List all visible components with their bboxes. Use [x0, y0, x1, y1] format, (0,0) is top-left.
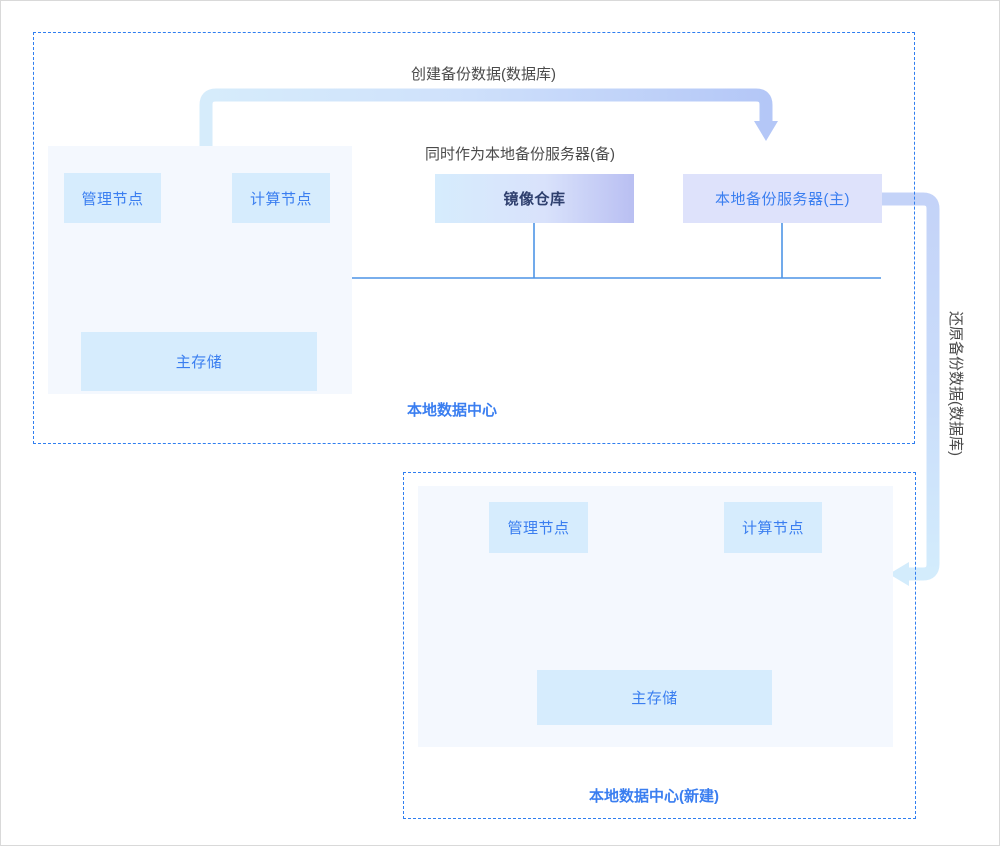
node-primary-storage-top[interactable]: 主存储: [81, 332, 317, 391]
node-primary-storage-bottom[interactable]: 主存储: [537, 670, 772, 725]
node-label: 主存储: [631, 690, 678, 707]
node-label: 镜像仓库: [503, 191, 566, 208]
zone-label-local-dc-new: 本地数据中心(新建): [589, 788, 719, 805]
zone-local-dc: [33, 32, 915, 444]
node-label: 计算节点: [249, 190, 312, 208]
node-compute-node-bottom[interactable]: 计算节点: [724, 502, 822, 553]
node-backup-server-primary[interactable]: 本地备份服务器(主): [683, 174, 882, 223]
node-label: 计算节点: [741, 520, 804, 537]
node-label: 主存储: [175, 354, 223, 371]
node-compute-node-top[interactable]: 计算节点: [232, 173, 330, 223]
node-label: 本地备份服务器(主): [715, 191, 850, 208]
node-label: 管理节点: [81, 190, 144, 208]
zone-local-dc-new: [403, 472, 916, 819]
node-mgmt-node-bottom[interactable]: 管理节点: [489, 502, 588, 553]
node-image-repo[interactable]: 镜像仓库: [435, 174, 634, 223]
node-label: 管理节点: [507, 520, 570, 537]
node-mgmt-node-top[interactable]: 管理节点: [64, 173, 161, 223]
zone-label-local-dc: 本地数据中心: [407, 402, 498, 419]
annotation-create-backup: 创建备份数据(数据库): [411, 66, 556, 83]
annotation-restore-backup: 还原备份数据(数据库): [947, 311, 964, 456]
annotation-also-standby: 同时作为本地备份服务器(备): [425, 146, 615, 163]
